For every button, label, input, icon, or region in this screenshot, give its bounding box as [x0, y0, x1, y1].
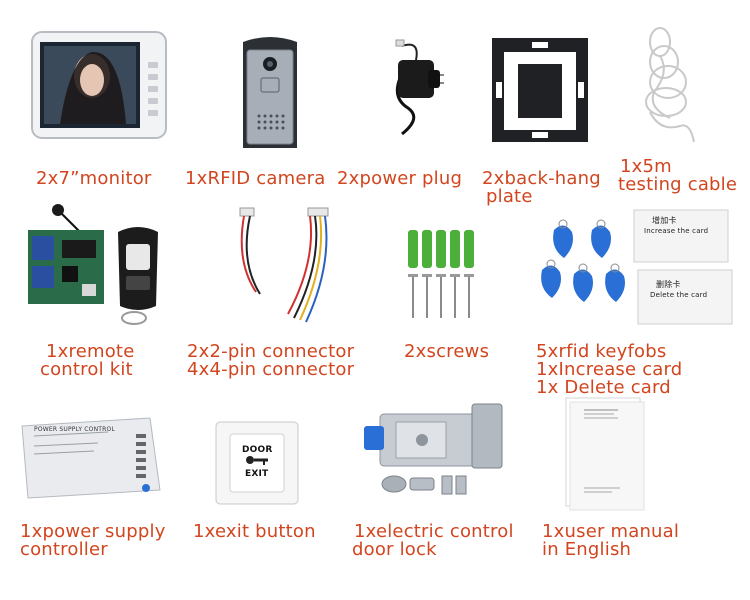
- exit-label-bottom: EXIT: [245, 469, 269, 479]
- caption-screws: 2xscrews: [404, 341, 490, 362]
- rfid-camera-image: [237, 34, 303, 152]
- monitor-image: [30, 28, 170, 143]
- caption-rfid-camera: 1xRFID camera: [185, 168, 326, 189]
- caption-power-plug: 2xpower plug: [337, 168, 463, 189]
- caption-power-supply: 1xpower supply controller: [20, 521, 166, 560]
- pin-connectors-image: [226, 202, 346, 330]
- card-label-delete: Delete the card: [650, 291, 708, 299]
- caption-exit-button: 1xexit button: [193, 521, 316, 542]
- door-lock-image: [356, 392, 520, 508]
- remote-control-kit-image: [22, 200, 172, 328]
- psu-label: POWER SUPPLY CONTROL: [34, 426, 115, 433]
- caption-monitor: 2x7”monitor: [36, 168, 152, 189]
- power-plug-image: [372, 38, 444, 138]
- power-supply-image: [18, 412, 164, 500]
- card-label-delete-cn: 删除卡: [656, 280, 681, 289]
- exit-label-top: DOOR: [242, 445, 273, 455]
- screws-image: [402, 224, 482, 324]
- back-hang-plate-image: [488, 32, 592, 148]
- caption-user-manual: 1xuser manual in English: [542, 521, 680, 560]
- card-label-increase-cn: 增加卡: [652, 216, 677, 225]
- keyfobs-cards-image: [536, 206, 746, 330]
- caption-pin-connectors: 2x2-pin connector 4x4-pin connector: [187, 341, 355, 380]
- caption-back-hang-plate: 2xback-hang plate: [482, 168, 601, 207]
- caption-remote-control-kit: 1xremote control kit: [40, 341, 135, 380]
- caption-door-lock: 1xelectric control door lock: [352, 521, 514, 560]
- testing-cable-image: [630, 22, 702, 148]
- user-manual-image: [562, 394, 648, 512]
- caption-testing-cable: 1x5m testing cable: [618, 156, 738, 195]
- caption-keyfobs-cards: 5xrfid keyfobs 1xIncrease card 1x Delete…: [536, 341, 683, 398]
- exit-button-image: [214, 420, 300, 506]
- card-label-increase: Increase the card: [644, 227, 709, 235]
